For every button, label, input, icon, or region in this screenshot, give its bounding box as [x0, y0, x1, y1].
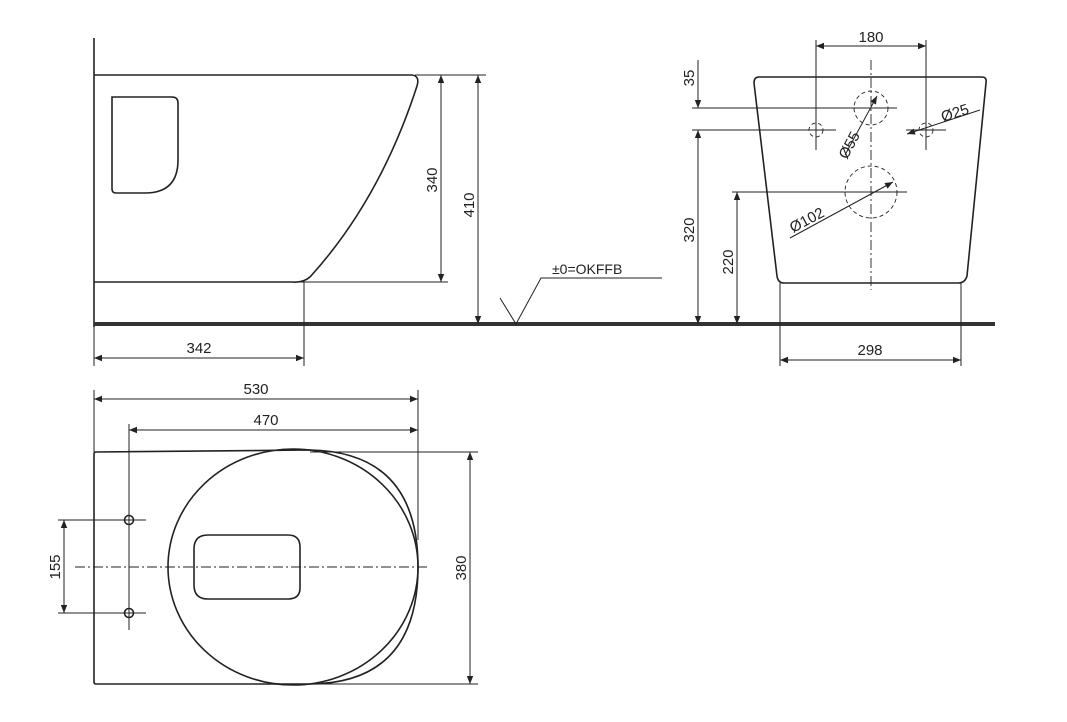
dia-label-25: Ø25 [939, 101, 971, 126]
dim-label-470: 470 [253, 412, 278, 429]
seat-opening [111, 96, 179, 194]
dim-label-220: 220 [720, 249, 737, 274]
dim-label-35: 35 [681, 70, 698, 87]
dia-label-102: Ø102 [787, 204, 827, 236]
bowl-side-outline [94, 74, 419, 283]
top-view: 530 470 155 380 [47, 381, 478, 686]
dim-label-410: 410 [461, 192, 478, 217]
dim-label-380: 380 [453, 555, 470, 580]
floor-level-marker [499, 277, 662, 325]
dim-label-155: 155 [47, 554, 64, 579]
dim-label-298: 298 [857, 342, 882, 359]
dim-label-530: 530 [243, 381, 268, 398]
bowl-opening [193, 534, 301, 600]
bowl-top-outline [93, 449, 419, 685]
front-view: 180 35 320 220 298 Ø55 Ø25 Ø102 [681, 29, 987, 366]
dim-label-340: 340 [424, 167, 441, 192]
bowl-rear-outline [753, 76, 987, 284]
dim-label-320: 320 [681, 217, 698, 242]
dia-label-55: Ø55 [836, 129, 864, 162]
dim-label-180: 180 [858, 29, 883, 46]
floor-level-label: ±0=OKFFB [552, 261, 622, 277]
dim-label-342: 342 [186, 340, 211, 357]
side-view: 340 410 342 ±0=OKFFB [93, 38, 995, 366]
